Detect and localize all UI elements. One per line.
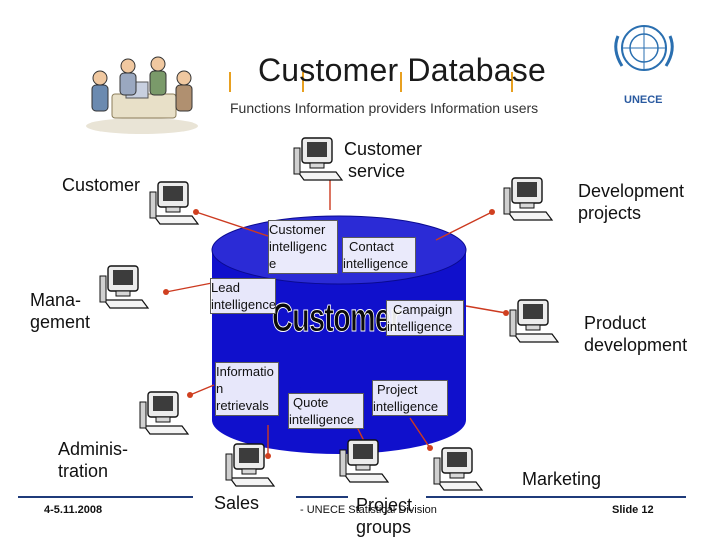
logo-label: UNECE xyxy=(624,94,663,106)
title-accent-tick xyxy=(302,72,304,92)
node-customer-service: Customer service xyxy=(344,139,423,181)
node-development-projects: Development projects xyxy=(578,181,685,223)
footer-divider xyxy=(426,496,686,498)
footer-divider xyxy=(18,496,193,498)
page-title: Customer Database xyxy=(258,52,546,88)
footer-slide-number: Slide 12 xyxy=(612,504,654,516)
footer-divider xyxy=(296,496,348,498)
database-center-label: Customer xyxy=(272,296,402,341)
node-sales: Sales xyxy=(214,493,260,513)
title-accent-tick xyxy=(229,72,231,92)
function-information-retrievals: Informatio n retrievals xyxy=(215,362,279,416)
computer-icon xyxy=(509,299,559,343)
computer-icon xyxy=(149,181,199,225)
function-quote-intelligence: Quote intelligence xyxy=(288,393,364,429)
node-project-groups: Project groups xyxy=(356,495,413,537)
function-project-intelligence: Project intelligence xyxy=(372,380,448,416)
node-customer: Customer xyxy=(62,175,141,195)
computer-icon xyxy=(225,443,275,487)
un-emblem-logo xyxy=(608,16,680,78)
page-subtitle: Functions Information providers Informat… xyxy=(230,100,539,116)
computer-icon xyxy=(293,137,343,181)
function-lead-intelligence: Lead intelligence xyxy=(210,278,277,314)
function-customer-intelligence: Customer intelligenc e xyxy=(268,220,338,274)
computer-icon xyxy=(99,265,149,309)
title-accent-tick xyxy=(511,72,513,92)
title-accent-tick xyxy=(400,72,402,92)
computer-icon xyxy=(433,447,483,491)
function-campaign-intelligence: Campaign intelligence xyxy=(386,300,464,336)
node-administration: Adminis- tration xyxy=(58,439,129,481)
footer-center-text: - UNECE Statistical Division xyxy=(300,504,437,516)
computer-icon xyxy=(503,177,553,221)
footer-date: 4-5.11.2008 xyxy=(44,504,103,516)
node-management: Mana- gement xyxy=(30,290,91,332)
node-product-development: Product development xyxy=(584,313,688,355)
computer-icon xyxy=(139,391,189,435)
function-contact-intelligence: Contact intelligence xyxy=(342,237,416,273)
node-marketing: Marketing xyxy=(522,469,602,489)
connector-lines xyxy=(165,175,507,456)
people-illustration xyxy=(82,48,202,136)
